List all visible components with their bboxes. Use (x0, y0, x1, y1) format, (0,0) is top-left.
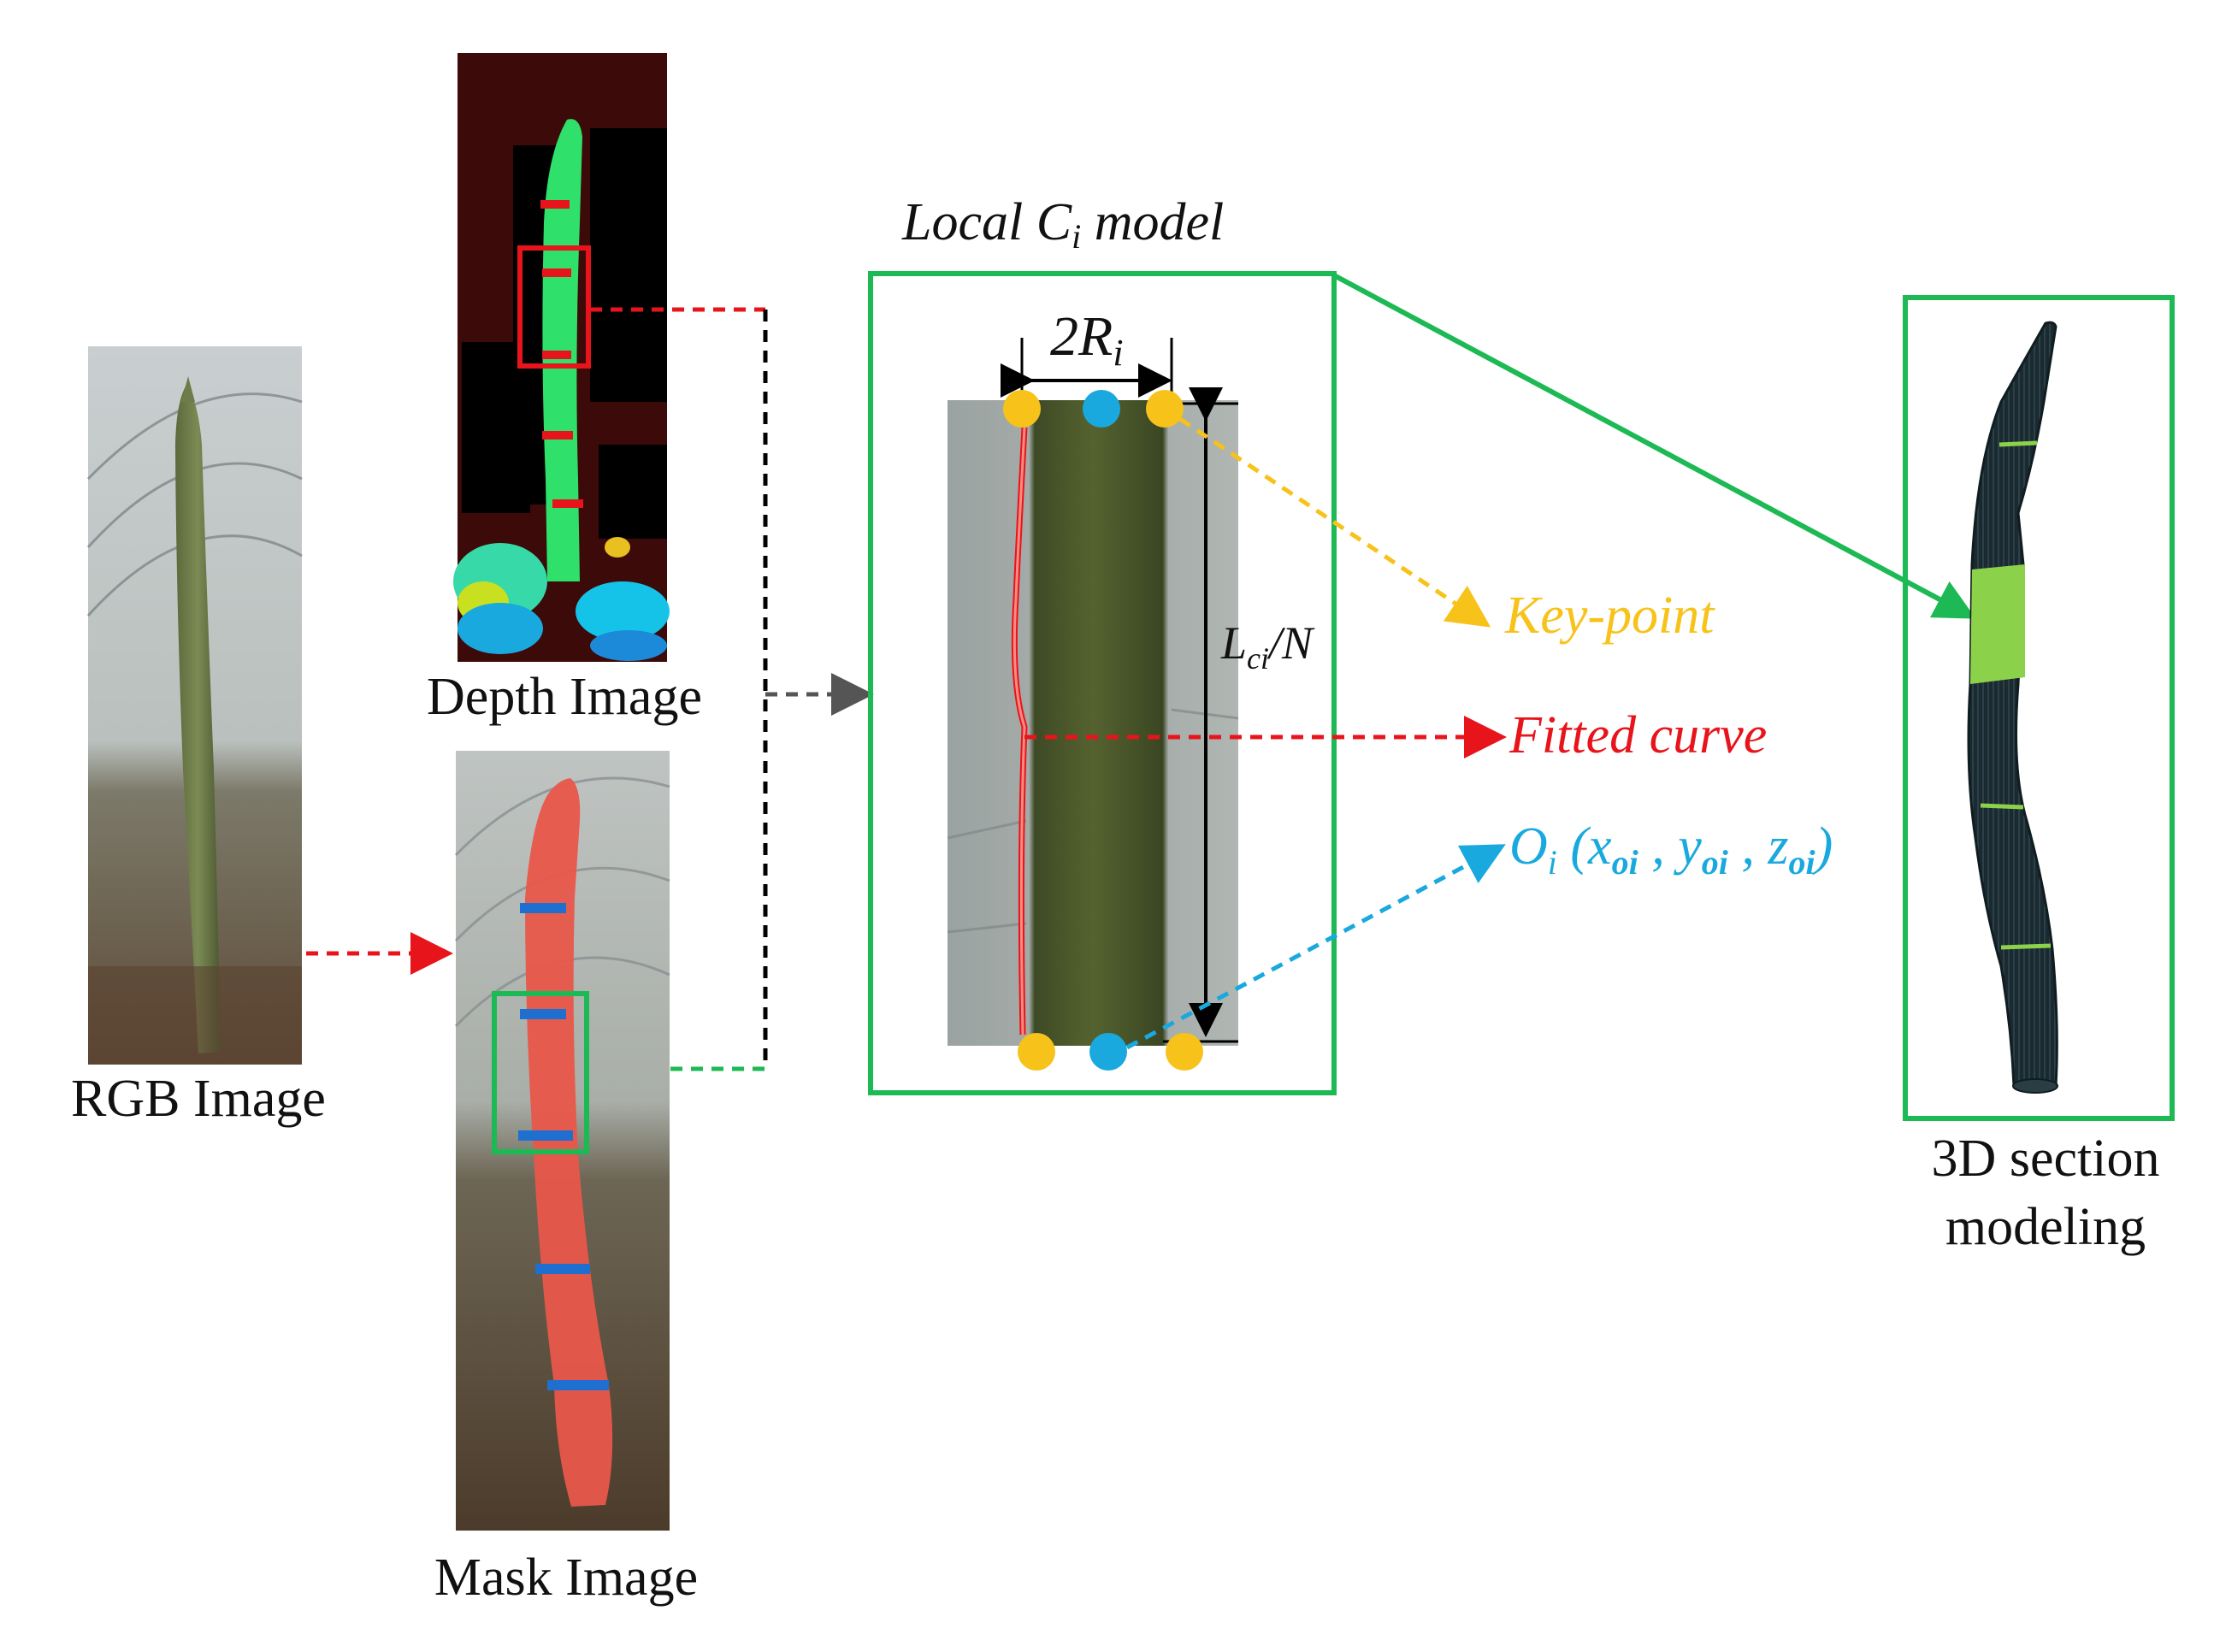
zoomed-stem-section (947, 400, 1239, 1046)
center-label-O: O (1509, 817, 1548, 876)
keypoint-dot-icon (1146, 390, 1184, 428)
center-dot-icon (1089, 1033, 1127, 1071)
local-model-title-text: Local C (901, 193, 1072, 251)
depth-image (453, 53, 670, 662)
center-label-x-sub: oi (1612, 843, 1638, 882)
mask-image (454, 751, 670, 1531)
keypoint-dot-icon (1166, 1033, 1203, 1071)
width-label-sub: i (1113, 332, 1123, 374)
rgb-image-label: RGB Image (71, 1070, 326, 1128)
center-label-z: , z (1728, 817, 1789, 876)
local-model-title-tail: model (1081, 193, 1224, 251)
length-label-sub: ci (1247, 641, 1269, 676)
center-label-y: , y (1638, 817, 1703, 876)
section-label-line2: modeling (1945, 1198, 2146, 1256)
depth-image-label: Depth Image (427, 668, 702, 726)
rgb-image (86, 346, 303, 1065)
local-model-title: Local Ci model (901, 193, 1224, 256)
keypoint-dot-icon (1003, 390, 1041, 428)
arrow-icon (1332, 273, 1976, 619)
local-model-title-sub: i (1072, 217, 1081, 256)
section-label-line1: 3D section (1932, 1130, 2160, 1188)
width-label-text: 2R (1050, 305, 1113, 368)
section-3d-model (1967, 321, 2058, 1094)
center-label-y-sub: oi (1702, 843, 1728, 882)
width-label: 2Ri (1050, 305, 1124, 374)
mask-image-label: Mask Image (434, 1549, 698, 1607)
length-label: Lci/N (1220, 617, 1315, 676)
center-label: Oi (xoi , yoi , zoi) (1509, 817, 1833, 882)
section-3d-frame (1903, 295, 2175, 1121)
keypoint-dot-icon (1018, 1033, 1055, 1071)
keypoint-label: Key-point (1504, 587, 1715, 645)
length-label-tail: /N (1266, 617, 1315, 669)
center-label-O-sub: i (1548, 843, 1557, 882)
arrow-icon (1125, 844, 1506, 1050)
fitted-curve-label: Fitted curve (1508, 706, 1767, 764)
center-dot-icon (1083, 390, 1120, 428)
length-label-text: L (1220, 617, 1247, 669)
local-model-frame (868, 271, 1337, 1095)
center-label-z-sub: oi (1789, 843, 1815, 882)
center-label-close: ) (1813, 817, 1833, 876)
center-label-open: (x (1557, 817, 1612, 876)
